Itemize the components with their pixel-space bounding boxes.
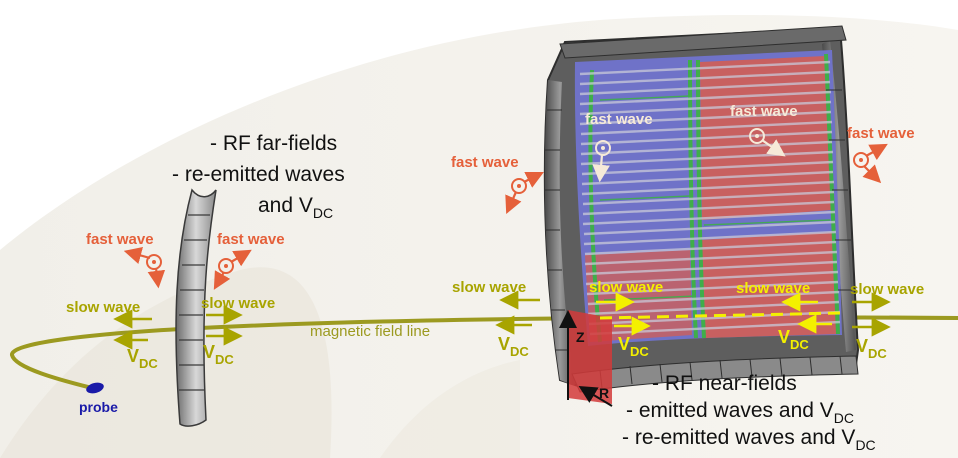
near-field-line2: - emitted waves and VDC — [626, 399, 854, 426]
vdc-label: VDC — [856, 336, 887, 361]
fast-wave-antenna-left: fast wave — [451, 154, 544, 215]
fast-wave-label: fast wave — [730, 103, 798, 120]
slow-wave-label: slow wave — [589, 279, 663, 296]
far-field-line3: and VDC — [258, 194, 333, 221]
near-field-caption: - RF near-fields - emitted waves and VDC… — [622, 372, 876, 453]
vdc-label: VDC — [498, 334, 529, 359]
slow-wave-label: slow wave — [452, 279, 526, 296]
fast-wave-antenna-inner-right: fast wave — [730, 103, 798, 157]
slow-wave-label: slow wave — [850, 281, 924, 298]
far-field-line1: - RF far-fields — [210, 132, 337, 155]
slow-wave-label: slow wave — [66, 299, 140, 316]
slow-wave-antenna-right: slow wave VDC — [850, 281, 924, 361]
slow-wave-limiter-left: slow wave VDC — [66, 299, 158, 371]
circled-dot-icon — [595, 140, 611, 156]
circled-dot-icon — [853, 152, 869, 168]
far-field-caption: - RF far-fields - re-emitted waves and V… — [172, 132, 345, 221]
magnetic-field-line-label: magnetic field line — [310, 323, 430, 340]
limiter-tile-icon — [175, 188, 217, 427]
vdc-label: VDC — [203, 342, 234, 367]
vdc-label: VDC — [618, 334, 649, 359]
faraday-screen — [579, 60, 841, 336]
rz-plane: Z R — [559, 310, 613, 407]
fast-wave-label: fast wave — [217, 231, 285, 248]
fast-wave-antenna-inner-left: fast wave — [585, 111, 653, 183]
slow-wave-label: slow wave — [736, 280, 810, 297]
r-axis-arrow-icon — [578, 385, 613, 407]
fast-wave-right-limiter: fast wave — [213, 231, 285, 290]
fast-wave-label: fast wave — [585, 111, 653, 128]
slow-wave-label: slow wave — [201, 295, 275, 312]
fast-wave-label: fast wave — [86, 231, 154, 248]
near-field-line3: - re-emitted waves and VDC — [622, 426, 876, 453]
far-field-line2: - re-emitted waves — [172, 163, 345, 186]
vdc-label: VDC — [127, 346, 158, 371]
fast-wave-label: fast wave — [847, 125, 915, 142]
slow-wave-antenna-inner-left: slow wave VDC — [589, 279, 663, 359]
vdc-label: VDC — [778, 327, 809, 352]
probe-label: probe — [79, 399, 118, 415]
slow-wave-limiter-right: slow wave VDC — [201, 295, 275, 367]
fast-wave-left-limiter: fast wave — [86, 231, 166, 289]
slow-wave-antenna-inner-right: slow wave VDC — [736, 280, 832, 352]
fast-wave-label: fast wave — [451, 154, 519, 171]
fast-wave-antenna-right: fast wave — [847, 125, 915, 184]
near-field-line1: - RF near-fields — [652, 372, 797, 395]
axis-r-label: R — [599, 385, 609, 401]
axis-z-label: Z — [576, 329, 585, 345]
probe: probe — [79, 382, 118, 415]
slow-wave-antenna-left: slow wave VDC — [452, 279, 540, 359]
circled-dot-icon — [749, 128, 765, 144]
circled-dot-icon — [146, 254, 162, 270]
